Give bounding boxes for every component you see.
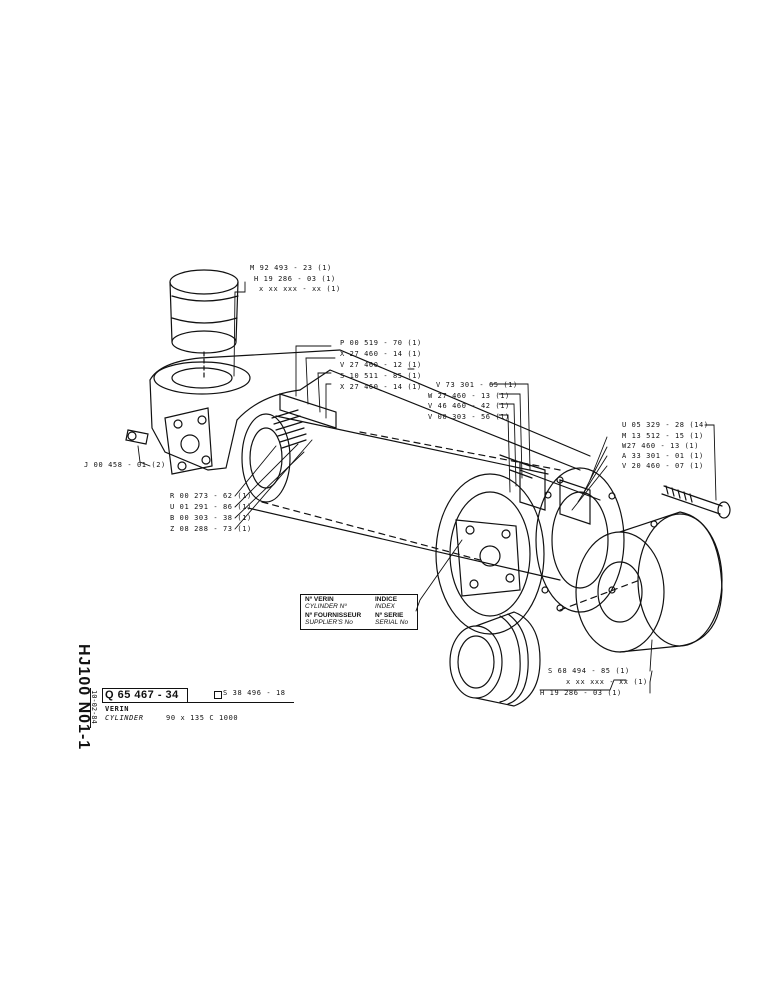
callout-m92493: M 92 493 - 23 (1) — [250, 264, 332, 272]
callout-xx-bottom: x xx xxx - xx (1) — [566, 678, 648, 686]
callout-p00519: P 00 519 - 70 (1) — [340, 339, 422, 347]
callout-z08288: Z 08 288 - 73 (1) — [170, 525, 252, 533]
title-block-ref: S 38 496 - 18 — [223, 689, 286, 697]
title-block: 10-02-84 Q 65 467 - 34 S 38 496 - 18 VER… — [90, 688, 296, 730]
callout-r00273: R 00 273 - 62 (1) — [170, 492, 252, 500]
callout-v20460: V 20 460 - 07 (1) — [622, 462, 704, 470]
ref-checkbox — [214, 691, 222, 699]
cylinder-body — [149, 349, 591, 581]
plate-serie: Nº SERIE — [375, 612, 404, 619]
callout-xx-top: x xx xxx - xx (1) — [259, 285, 341, 293]
callout-v73301: V 73 301 - 65 (1) — [436, 381, 518, 389]
title-block-spec: 90 x 135 C 1000 — [166, 714, 239, 722]
title-block-name-en: CYLINDER — [105, 714, 144, 722]
callout-v46460: V 46 460 - 42 (1) — [428, 402, 510, 410]
grease-nipple-part — [125, 429, 149, 445]
large-nut-part — [559, 511, 723, 653]
callout-v27460-12: V 27 460 - 12 (1) — [340, 361, 422, 369]
callout-b00303: B 00 303 - 38 (1) — [170, 514, 252, 522]
part-number: Q 65 467 - 34 — [105, 689, 179, 701]
plate-suppliers-no: SUPPLIER'S No — [305, 619, 353, 626]
plate-cylinder-no: CYLINDER Nº — [305, 603, 347, 610]
plate-index: INDEX — [375, 603, 395, 610]
callout-s10511: S 10 511 - 85 (1) — [340, 372, 422, 380]
plate-verin: Nº VERIN — [305, 596, 334, 603]
callout-j00458: J 00 458 - 01 (2) — [84, 461, 166, 469]
title-block-rule — [102, 702, 294, 703]
identification-plate: Nº VERIN CYLINDER Nº Nº FOURNISSEUR SUPP… — [300, 594, 418, 630]
plate-fournisseur: Nº FOURNISSEUR — [305, 612, 362, 619]
title-block-date-rule — [90, 688, 99, 728]
leader-lines — [137, 281, 717, 694]
rod-end-part — [435, 454, 625, 635]
bolt-part — [661, 485, 731, 519]
plate-serial-no: SERIAL No — [375, 619, 409, 626]
callout-m13512: M 13 512 - 15 (1) — [622, 432, 704, 440]
callout-h19286-bottom: H 19 286 - 03 (1) — [540, 689, 622, 697]
callout-u01291: U 01 291 - 86 (1) — [170, 503, 252, 511]
callout-s68494: S 68 494 - 85 (1) — [548, 667, 630, 675]
plate-indice: INDICE — [375, 596, 398, 603]
callout-w27460-13b: W27 460 - 13 (1) — [622, 442, 700, 450]
callout-u05329: U 05 329 - 28 (14) — [622, 421, 709, 429]
callout-a33301: A 33 301 - 01 (1) — [622, 452, 704, 460]
callout-x27460-14a: X 27 460 - 14 (1) — [340, 350, 422, 358]
callout-w27460-13a: W 27 460 - 13 (1) — [428, 392, 510, 400]
top-pin-part — [169, 269, 239, 381]
callout-h19286-top: H 19 286 - 03 (1) — [254, 275, 336, 283]
title-block-name-fr: VERIN — [105, 705, 130, 713]
piston-part — [449, 611, 541, 707]
callout-x27460-14b: X 27 460 - 14 (1) — [340, 383, 422, 391]
callout-v00303: V 00 303 - 56 (1) — [428, 413, 510, 421]
title-block-date: 10-02-84 — [90, 690, 98, 724]
